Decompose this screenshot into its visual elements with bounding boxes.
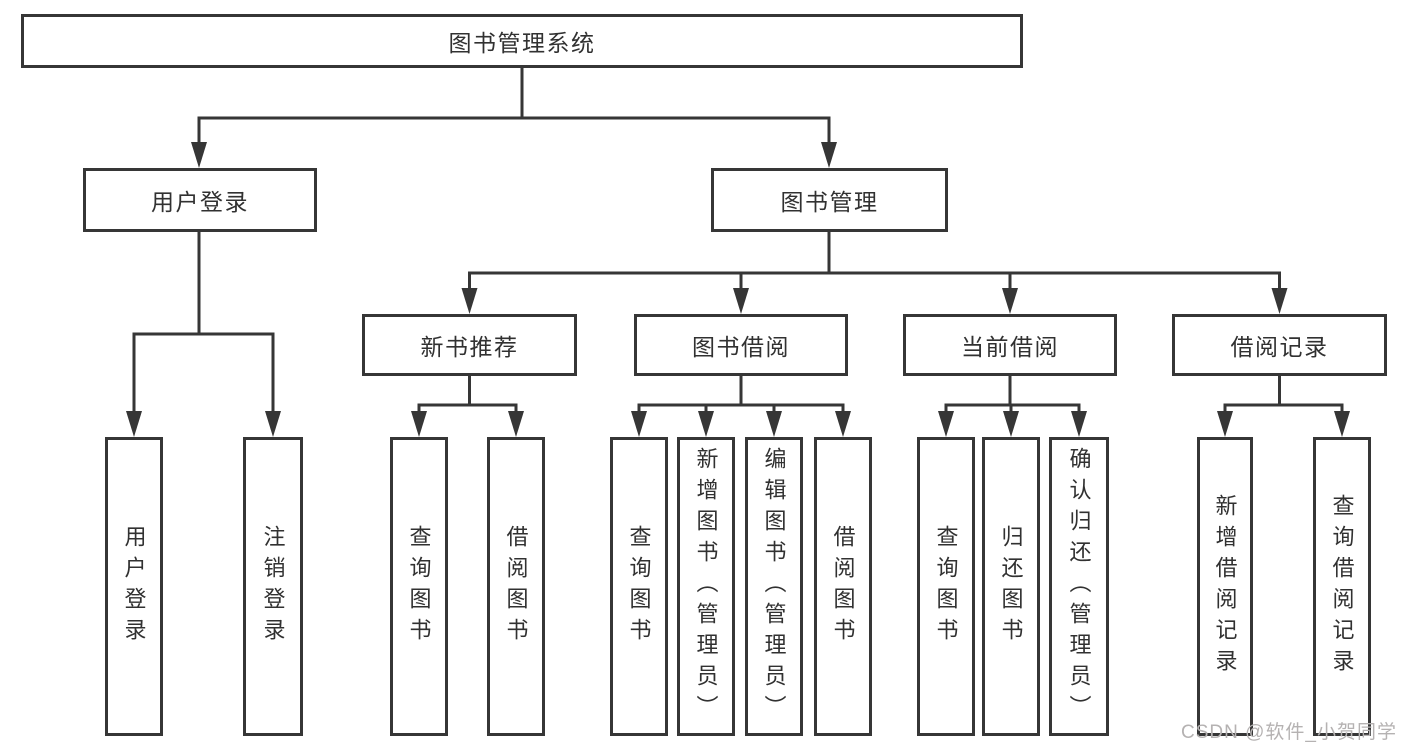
node-label: 图书管理 <box>780 189 879 215</box>
node-label: 借阅记录 <box>1230 334 1329 360</box>
leaf-query-books-borrow: 查询图书 <box>610 437 668 736</box>
leaf-add-books-admin: 新增图书（管理员） <box>677 437 735 736</box>
node-label: 编辑图书（管理员） <box>761 447 787 726</box>
node-label: 新书推荐 <box>420 334 519 360</box>
leaf-logout-login: 注销登录 <box>243 437 303 736</box>
node-label: 查询借阅记录 <box>1329 493 1355 680</box>
node-label: 图书借阅 <box>692 334 790 360</box>
node-new-book-recommend: 新书推荐 <box>362 314 577 376</box>
node-label: 借阅图书 <box>503 524 529 649</box>
leaf-user-login: 用户登录 <box>105 437 163 736</box>
watermark: CSDN @软件_小贺同学 <box>1181 722 1397 743</box>
leaf-query-books-recommend: 查询图书 <box>390 437 448 736</box>
node-label: 确认归还（管理员） <box>1066 447 1092 726</box>
node-label: 新增图书（管理员） <box>693 447 719 726</box>
node-label: 查询图书 <box>626 524 652 649</box>
node-label: 归还图书 <box>998 524 1024 649</box>
leaf-query-borrow-record: 查询借阅记录 <box>1313 437 1371 736</box>
node-root-library-system: 图书管理系统 <box>21 14 1023 68</box>
node-borrow-records: 借阅记录 <box>1172 314 1387 376</box>
node-label: 新增借阅记录 <box>1212 493 1238 680</box>
node-label: 借阅图书 <box>830 524 856 649</box>
node-label: 注销登录 <box>260 524 286 649</box>
leaf-add-borrow-record: 新增借阅记录 <box>1197 437 1253 736</box>
leaf-borrow-books-recommend: 借阅图书 <box>487 437 545 736</box>
leaf-edit-books-admin: 编辑图书（管理员） <box>745 437 803 736</box>
leaf-return-books: 归还图书 <box>982 437 1040 736</box>
node-book-borrow: 图书借阅 <box>634 314 848 376</box>
node-current-borrow: 当前借阅 <box>903 314 1117 376</box>
node-label: 图书管理系统 <box>448 30 596 56</box>
leaf-query-books-current: 查询图书 <box>917 437 975 736</box>
node-label: 查询图书 <box>933 524 959 649</box>
node-label: 当前借阅 <box>961 334 1059 360</box>
node-label: 用户登录 <box>121 524 147 649</box>
leaf-confirm-return-admin: 确认归还（管理员） <box>1049 437 1109 736</box>
node-label: 用户登录 <box>151 189 249 215</box>
node-label: 查询图书 <box>406 524 432 649</box>
node-user-login: 用户登录 <box>83 168 317 232</box>
leaf-borrow-books-borrow: 借阅图书 <box>814 437 872 736</box>
node-book-management: 图书管理 <box>711 168 948 232</box>
